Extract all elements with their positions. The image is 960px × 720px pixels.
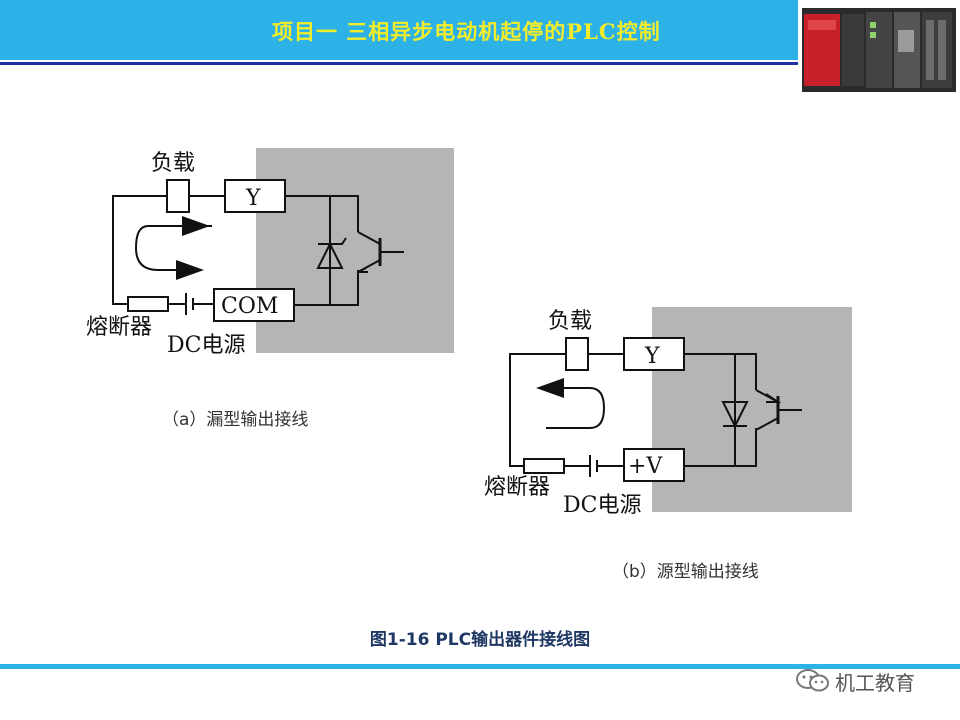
terminal-com-label-a: COM [221, 294, 278, 319]
plc-module-a [256, 148, 454, 353]
diagram-b [509, 307, 852, 512]
watermark: 机工教育 [795, 667, 915, 695]
watermark-text: 机工教育 [835, 670, 915, 695]
load-a [166, 179, 190, 213]
load-b [565, 337, 589, 371]
header-divider [0, 62, 798, 65]
fuse-label-b: 熔断器 [484, 475, 550, 500]
plc-module-b [652, 307, 852, 512]
terminal-y-b [623, 337, 685, 371]
power-label-b: DC电源 [563, 493, 641, 518]
fuse-a [127, 296, 169, 312]
terminal-v-label-b: +V [628, 454, 663, 479]
header-bar [0, 0, 798, 60]
load-label-a: 负载 [151, 151, 195, 176]
page-title: 项目一 三相异步电动机起停的PLC控制 [272, 19, 661, 44]
plc-hardware-image [798, 0, 960, 100]
fuse-label-a: 熔断器 [86, 315, 152, 340]
load-label-b: 负载 [548, 309, 592, 334]
diagram-a [112, 148, 454, 353]
wechat-icon [796, 669, 829, 692]
power-label-a: DC电源 [167, 333, 245, 358]
figure-title: 图1-16 PLC输出器件接线图 [369, 630, 591, 650]
fuse-b [523, 458, 565, 474]
terminal-v-b [623, 448, 685, 482]
caption-b: （b）源型输出接线 [612, 562, 759, 582]
terminal-y-label-a: Y [245, 186, 261, 211]
caption-a: （a）漏型输出接线 [162, 410, 309, 430]
terminal-y-label-b: Y [644, 344, 660, 369]
footer-divider [0, 664, 960, 669]
